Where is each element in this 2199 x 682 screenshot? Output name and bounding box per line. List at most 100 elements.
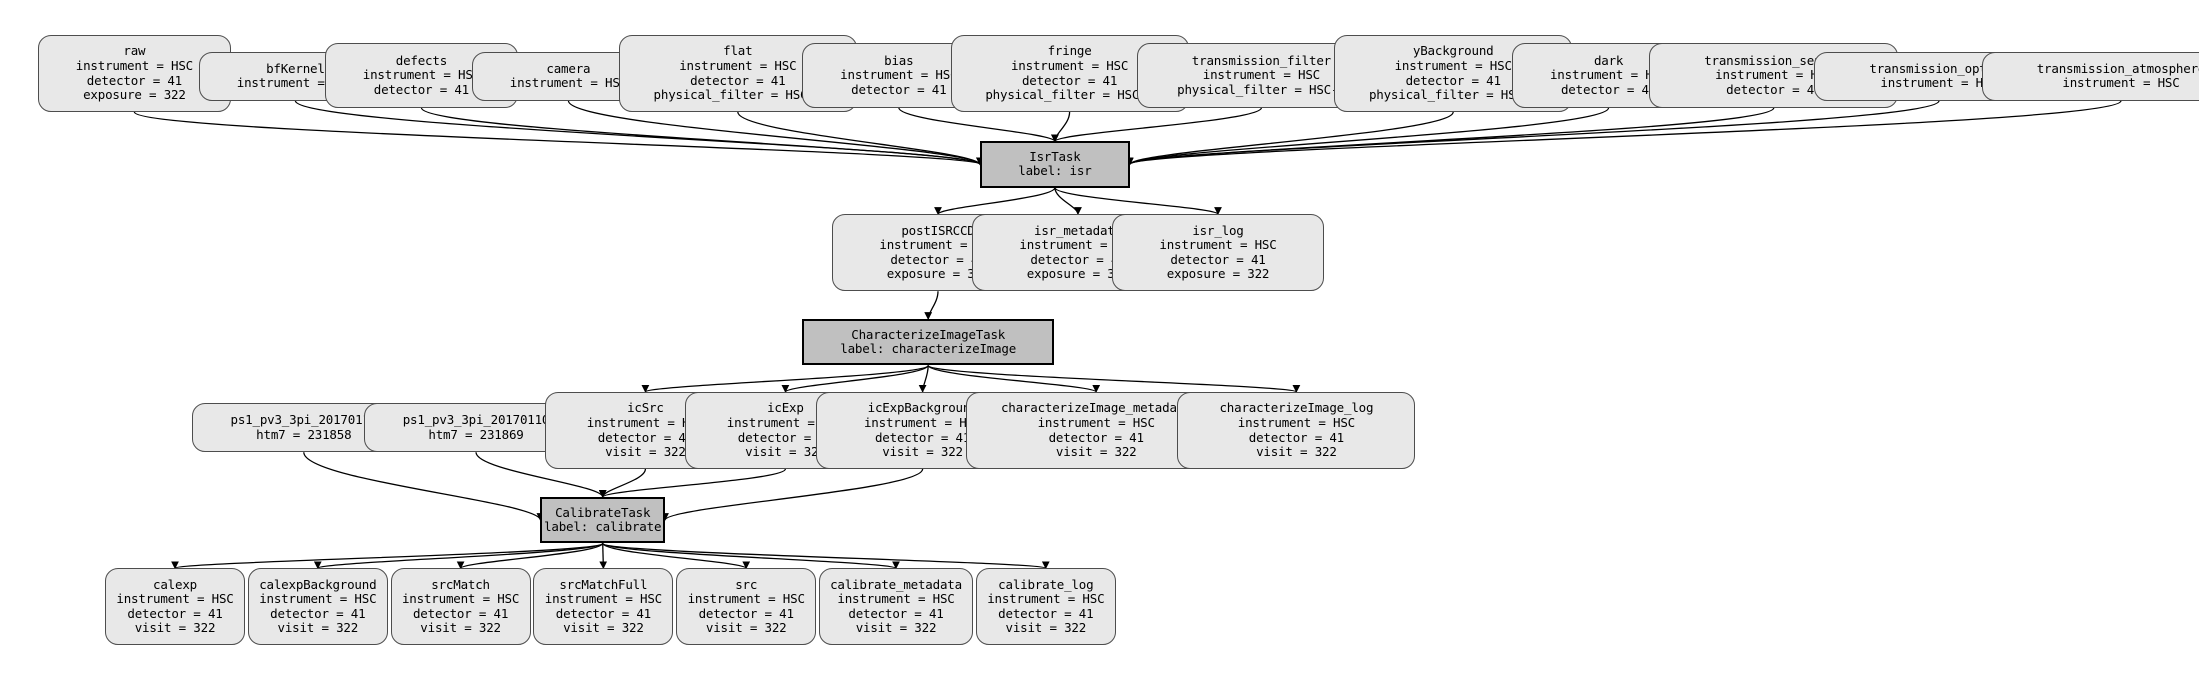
- node-dimension: exposure = 322: [83, 87, 186, 103]
- graph-edge: [1051, 111, 1071, 143]
- graph-edge: [598, 468, 647, 498]
- graph-edge: [1126, 107, 1775, 166]
- node-title: calibrate_metadata: [830, 576, 962, 592]
- node-dimension: visit = 322: [1005, 620, 1087, 636]
- node-title: srcMatch: [431, 576, 490, 592]
- node-dimension: instrument = HSC: [679, 57, 797, 73]
- node-dimension: detector = 41: [597, 429, 693, 445]
- node-title: calexp: [153, 576, 197, 592]
- node-dimension: instrument = HSC: [1394, 57, 1512, 73]
- node-dimension: instrument = HSC: [259, 591, 377, 607]
- node-dimension: instrument = HSC: [1019, 237, 1137, 253]
- graph-edge: [934, 186, 1056, 215]
- node-dimension: instrument = HSC: [1237, 414, 1355, 430]
- graph-edge: [781, 364, 929, 393]
- node-title: icSrc: [627, 400, 664, 416]
- node-dimension: physical_filter = HSC-Y: [1368, 87, 1538, 103]
- graph-edge: [924, 291, 939, 320]
- node-dimension: instrument = HSC: [863, 414, 982, 430]
- node-dimension: instrument = HSC: [401, 591, 520, 607]
- graph-edge: [898, 107, 1059, 143]
- node-title: CalibrateTask: [555, 504, 651, 520]
- node-dimension: detector = 41: [555, 605, 651, 621]
- node-title: isr_metadata: [1034, 222, 1122, 238]
- node-dimension: detector = 41: [874, 429, 971, 445]
- node-dimension: instrument = HSC: [2062, 75, 2180, 91]
- node-title: characterizeImage_metadata: [1000, 400, 1192, 416]
- node-dimension: detector = 41: [737, 429, 833, 445]
- graph-edge: [456, 542, 604, 570]
- node-dimension: detector = 41: [1048, 429, 1144, 445]
- node-title: flat: [723, 43, 753, 59]
- node-dimension: instrument = HSC: [687, 591, 805, 607]
- graph-edge: [1051, 107, 1263, 143]
- node-dimension: detector = 41: [1560, 81, 1657, 97]
- node-dimension: physical_filter = HSC-Y: [653, 87, 823, 103]
- graph-edge: [918, 365, 929, 393]
- node-dimension: instrument = HSC: [544, 591, 662, 607]
- node-dimension: instrument = HSC: [362, 67, 480, 83]
- node-dimension: visit = 322: [134, 620, 216, 636]
- node-dimension: instrument = HSC: [1010, 57, 1129, 73]
- node-dimension: instrument = HSC: [840, 67, 958, 83]
- node-dimension: instrument = HSC: [726, 414, 844, 430]
- graph-edge: [420, 107, 984, 166]
- node-dimension: instrument = HSC: [879, 237, 997, 253]
- node-title: defects: [395, 52, 448, 68]
- graph-edge: [314, 542, 604, 570]
- node-dimension: label: calibrate: [544, 519, 662, 535]
- node-dimension: physical_filter = HSC-Y: [1177, 81, 1346, 97]
- node-dimension: visit = 322: [745, 444, 826, 460]
- node-dimension: detector = 41: [1248, 429, 1344, 445]
- graph-edge: [1126, 100, 2122, 166]
- node-dimension: detector = 41: [270, 605, 366, 621]
- node-dimension: detector = 41: [412, 605, 509, 621]
- node-dimension: instrument = HSC: [837, 591, 955, 607]
- node-dimension: detector = 41: [890, 251, 986, 267]
- node-title: src: [735, 576, 758, 592]
- node-dimension: instrument = HSC: [1715, 67, 1833, 83]
- node-title: calibrate_log: [998, 576, 1094, 592]
- node-dimension: instrument = HSC: [987, 591, 1105, 607]
- node-dimension: instrument = HSC: [1159, 237, 1277, 253]
- graph-edge: [737, 111, 984, 166]
- node-title: ps1_pv3_3pi_20170110: [402, 412, 550, 428]
- node-dimension: instrument = HSC: [116, 591, 234, 607]
- node-dimension: visit = 322: [705, 620, 787, 636]
- node-dimension: instrument = HSC: [75, 57, 193, 73]
- node-title: dark: [1593, 52, 1624, 68]
- node-dimension: label: isr: [1018, 163, 1092, 179]
- node-dimension: detector = 41: [690, 72, 786, 88]
- node-title: icExp: [767, 400, 804, 416]
- node-dimension: instrument = HSC: [1880, 75, 1998, 91]
- node-dimension: visit = 322: [1256, 444, 1337, 460]
- node-title: calexpBackground: [259, 576, 377, 592]
- node-title: yBackground: [1412, 43, 1494, 59]
- graph-edge: [598, 468, 787, 498]
- node-title: characterizeImage_log: [1219, 400, 1374, 416]
- node-dimension: exposure = 322: [886, 266, 990, 282]
- graph-edge: [599, 543, 608, 570]
- node-dimension: htm7 = 231858: [256, 426, 352, 442]
- node-dimension: detector = 41: [127, 605, 223, 621]
- node-dimension: detector = 41: [698, 605, 794, 621]
- graph-edge: [602, 542, 1050, 570]
- node-dimension: detector = 41: [1726, 81, 1822, 97]
- node-dimension: detector = 41: [998, 605, 1094, 621]
- graph-edge: [1126, 111, 1454, 166]
- node-dimension: detector = 41: [1405, 72, 1501, 88]
